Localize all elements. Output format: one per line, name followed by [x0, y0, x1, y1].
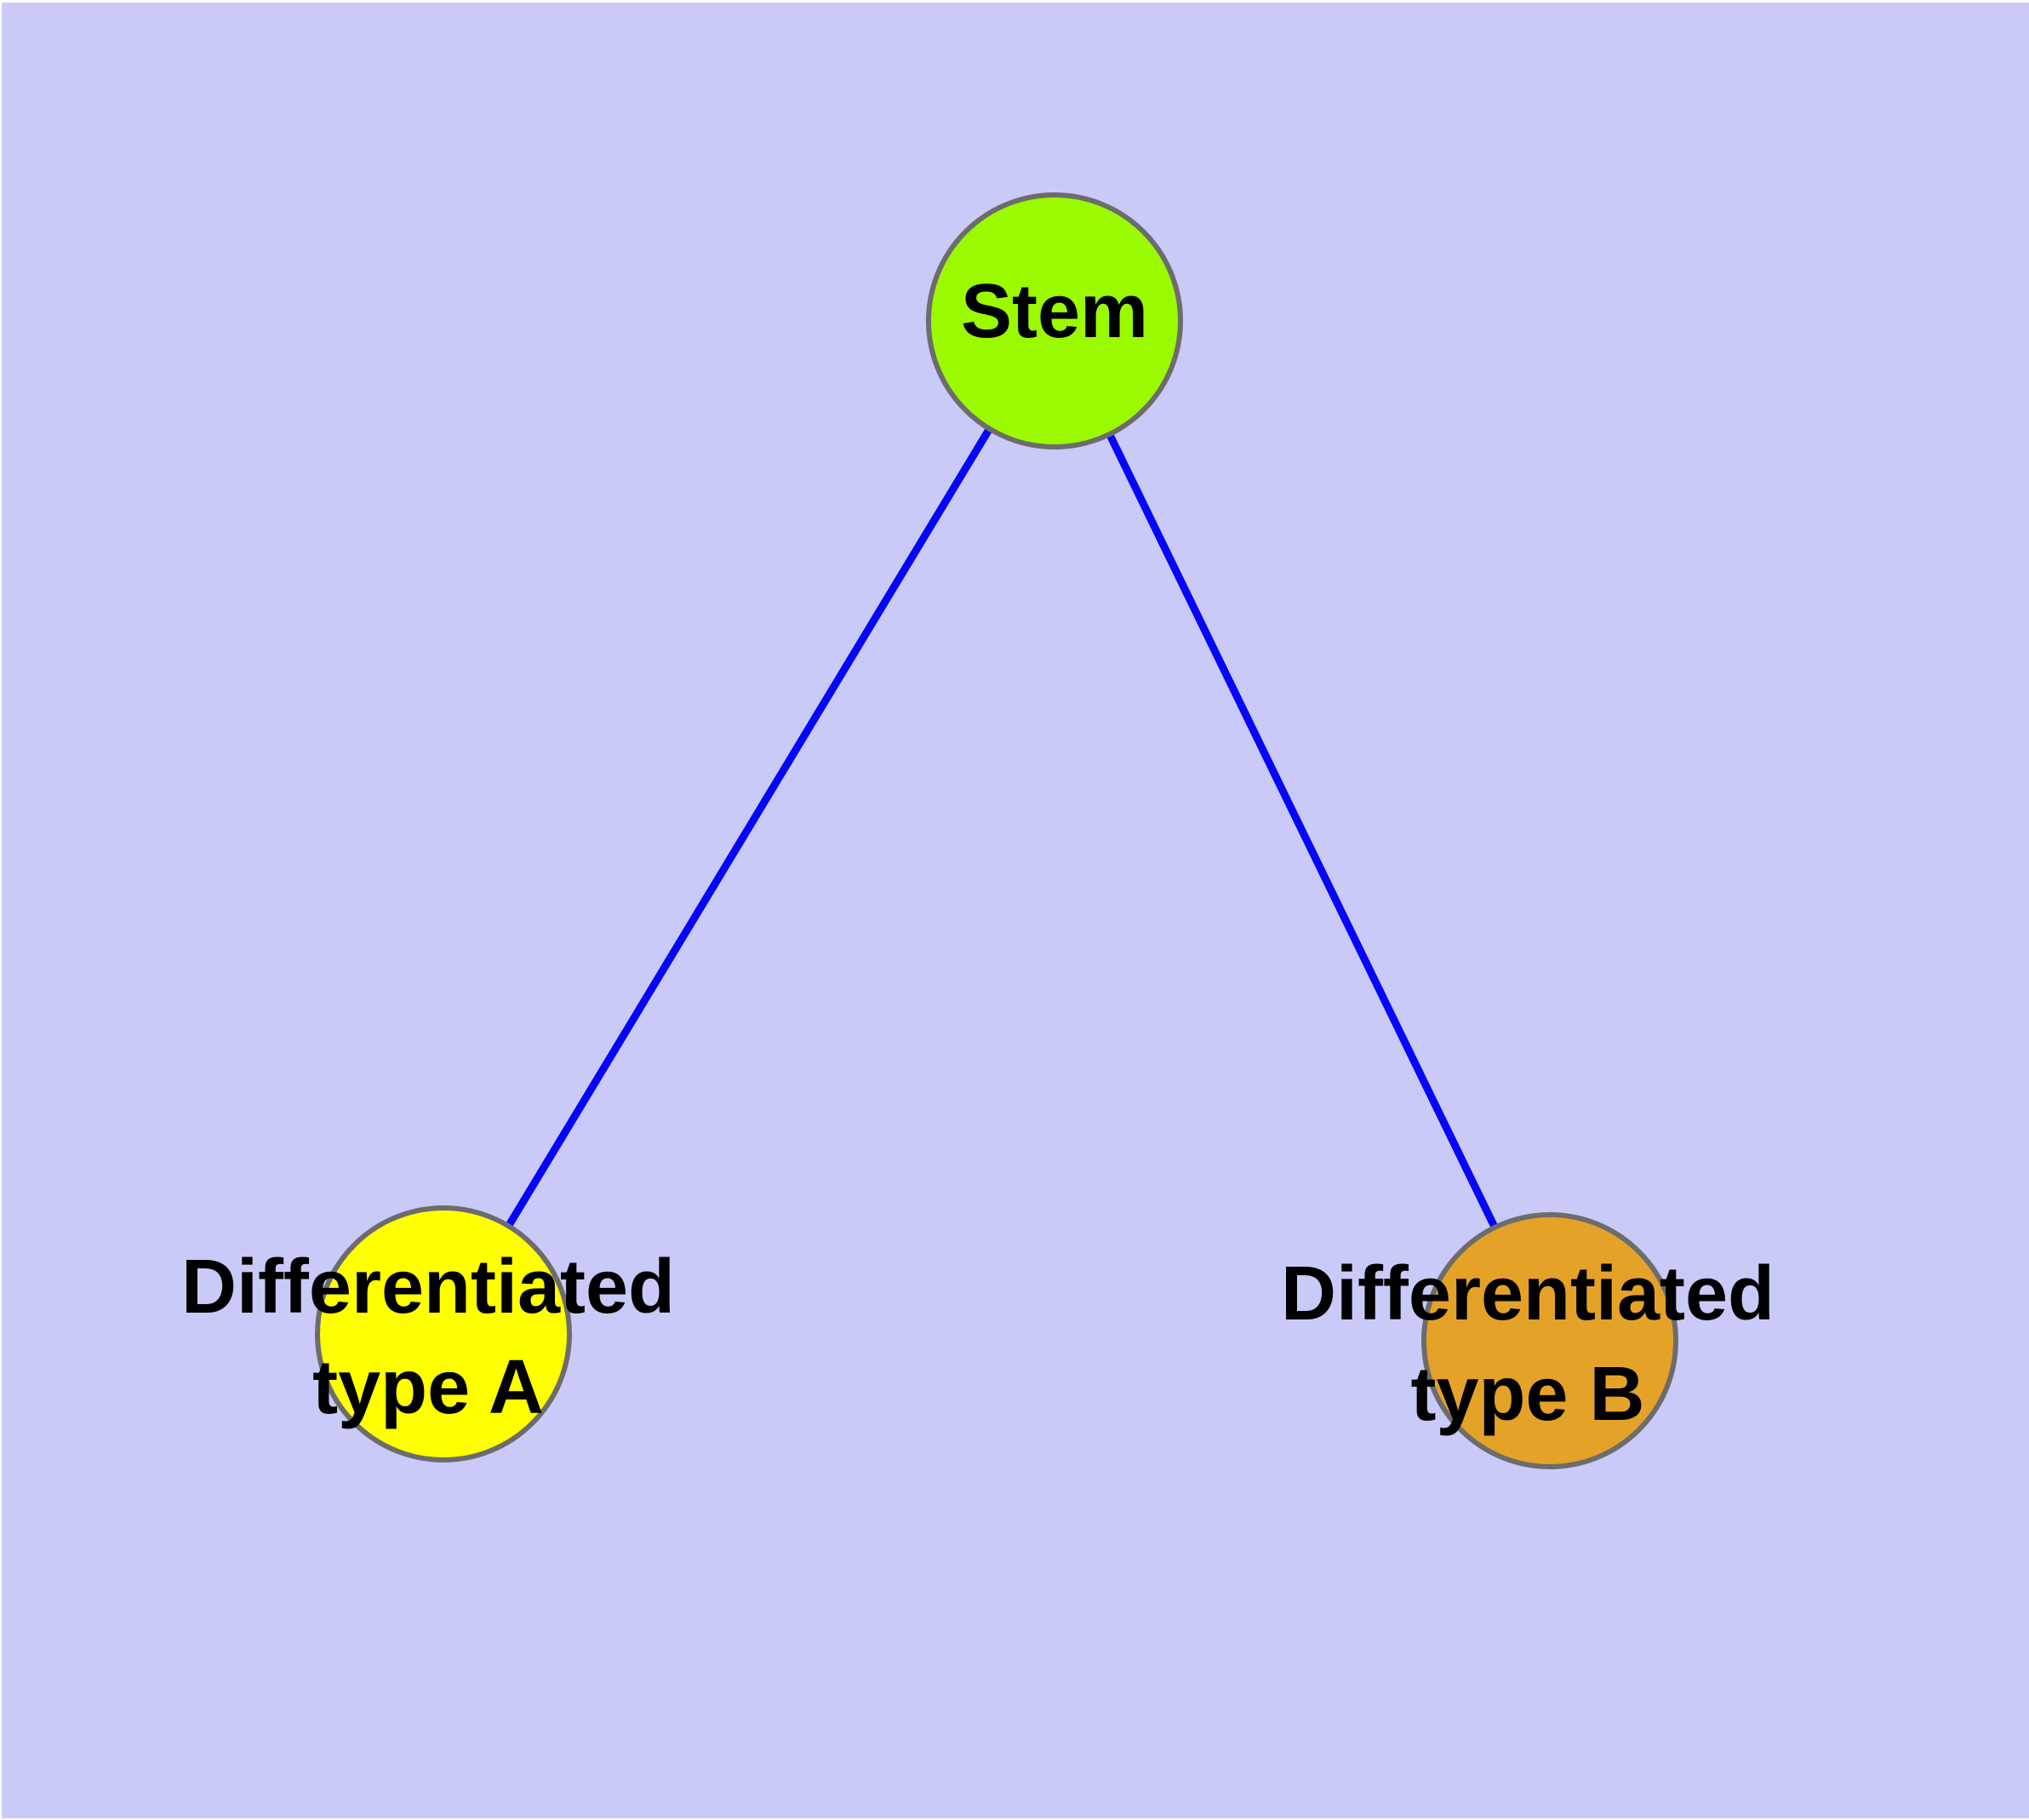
- edge-stem-to-type-b: [1050, 319, 1554, 1342]
- node-stem-circle[interactable]: [926, 192, 1183, 449]
- edges-layer: [440, 318, 1554, 1342]
- node-type-b-circle[interactable]: [1421, 1212, 1678, 1469]
- edge-stem-to-type-a: [440, 318, 1058, 1336]
- node-type-a-circle[interactable]: [315, 1205, 572, 1462]
